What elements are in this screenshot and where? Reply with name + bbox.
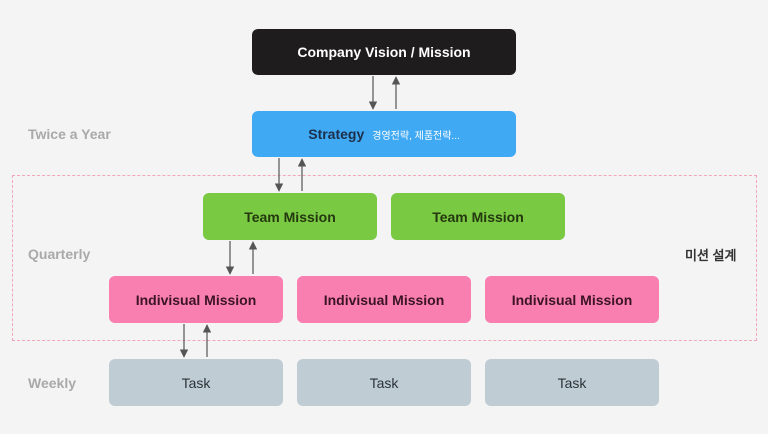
row-label-weekly: Weekly: [28, 375, 76, 391]
node-individual-mission: Indivisual Mission: [297, 276, 471, 323]
node-individual-mission: Indivisual Mission: [109, 276, 283, 323]
row-label-twice-a-year: Twice a Year: [28, 126, 111, 142]
quarterly-boundary: [12, 175, 757, 341]
mission-design-label: 미션 설계: [685, 248, 737, 263]
row-label-quarterly: Quarterly: [28, 246, 91, 262]
node-task: Task: [485, 359, 659, 406]
node-task: Task: [297, 359, 471, 406]
node-task: Task: [109, 359, 283, 406]
node-company-vision: Company Vision / Mission: [252, 29, 516, 75]
strategy-note: 경영전략, 제품전략...: [372, 130, 460, 142]
node-individual-mission: Indivisual Mission: [485, 276, 659, 323]
node-team-mission: Team Mission: [203, 193, 377, 240]
node-team-mission: Team Mission: [391, 193, 565, 240]
node-strategy: Strategy 경영전략, 제품전략...: [252, 111, 516, 157]
strategy-title: Strategy: [308, 126, 365, 142]
